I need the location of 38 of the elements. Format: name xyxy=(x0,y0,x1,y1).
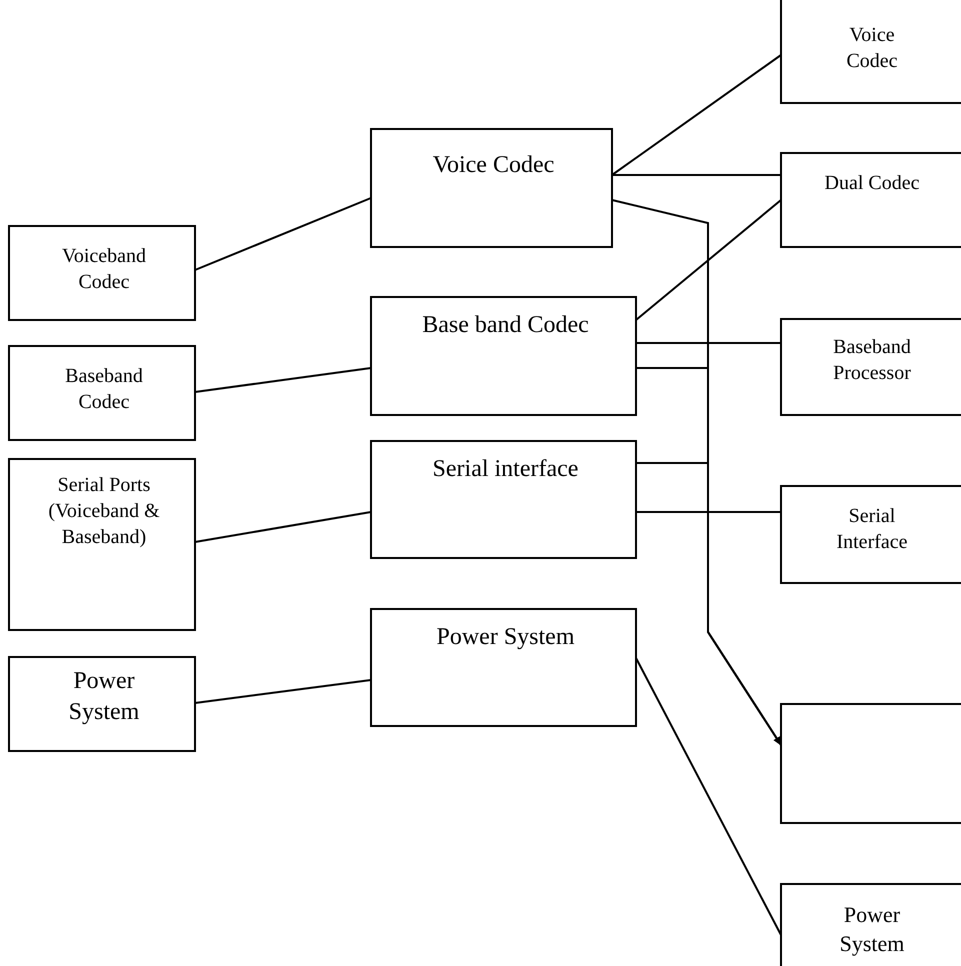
process-box xyxy=(8,345,196,441)
box-label: Serial Ports (Voiceband & Baseband) xyxy=(47,473,161,550)
process-box xyxy=(780,318,961,416)
connector-line xyxy=(612,174,781,176)
connector-line xyxy=(636,511,781,513)
box-label: Dual Codec xyxy=(824,171,920,196)
process-box xyxy=(8,225,196,321)
process-box xyxy=(780,0,961,104)
arrow xyxy=(636,462,782,746)
process-box xyxy=(370,440,637,559)
process-box xyxy=(780,152,961,248)
box-label: Voiceband Codec xyxy=(60,244,148,295)
connector-line xyxy=(635,658,782,936)
connector-line xyxy=(635,199,782,321)
process-box xyxy=(780,883,961,966)
empty-box xyxy=(780,703,961,824)
process-box xyxy=(8,458,196,631)
box-label: Power System xyxy=(838,901,906,958)
box-label: Baseband Codec xyxy=(64,364,144,415)
box-label: Serial interface xyxy=(432,455,580,484)
box-label: Power System xyxy=(436,623,576,652)
box-label: Voice Codec xyxy=(432,151,556,180)
box-label: Baseband Processor xyxy=(832,335,912,386)
process-box xyxy=(780,485,961,584)
connector-line xyxy=(194,197,372,271)
box-label: Power System xyxy=(68,667,140,728)
connector-line xyxy=(194,367,372,393)
process-box xyxy=(370,608,637,727)
process-box xyxy=(370,296,637,416)
connector-line xyxy=(194,679,372,704)
process-box xyxy=(370,128,613,248)
box-label: Base band Codec xyxy=(421,311,590,340)
connector-line xyxy=(636,342,781,344)
connector-line xyxy=(611,54,782,176)
process-box xyxy=(8,656,196,752)
box-label: Serial Interface xyxy=(835,504,909,555)
connector-line xyxy=(194,511,372,543)
box-label: Voice Codec xyxy=(845,23,899,74)
